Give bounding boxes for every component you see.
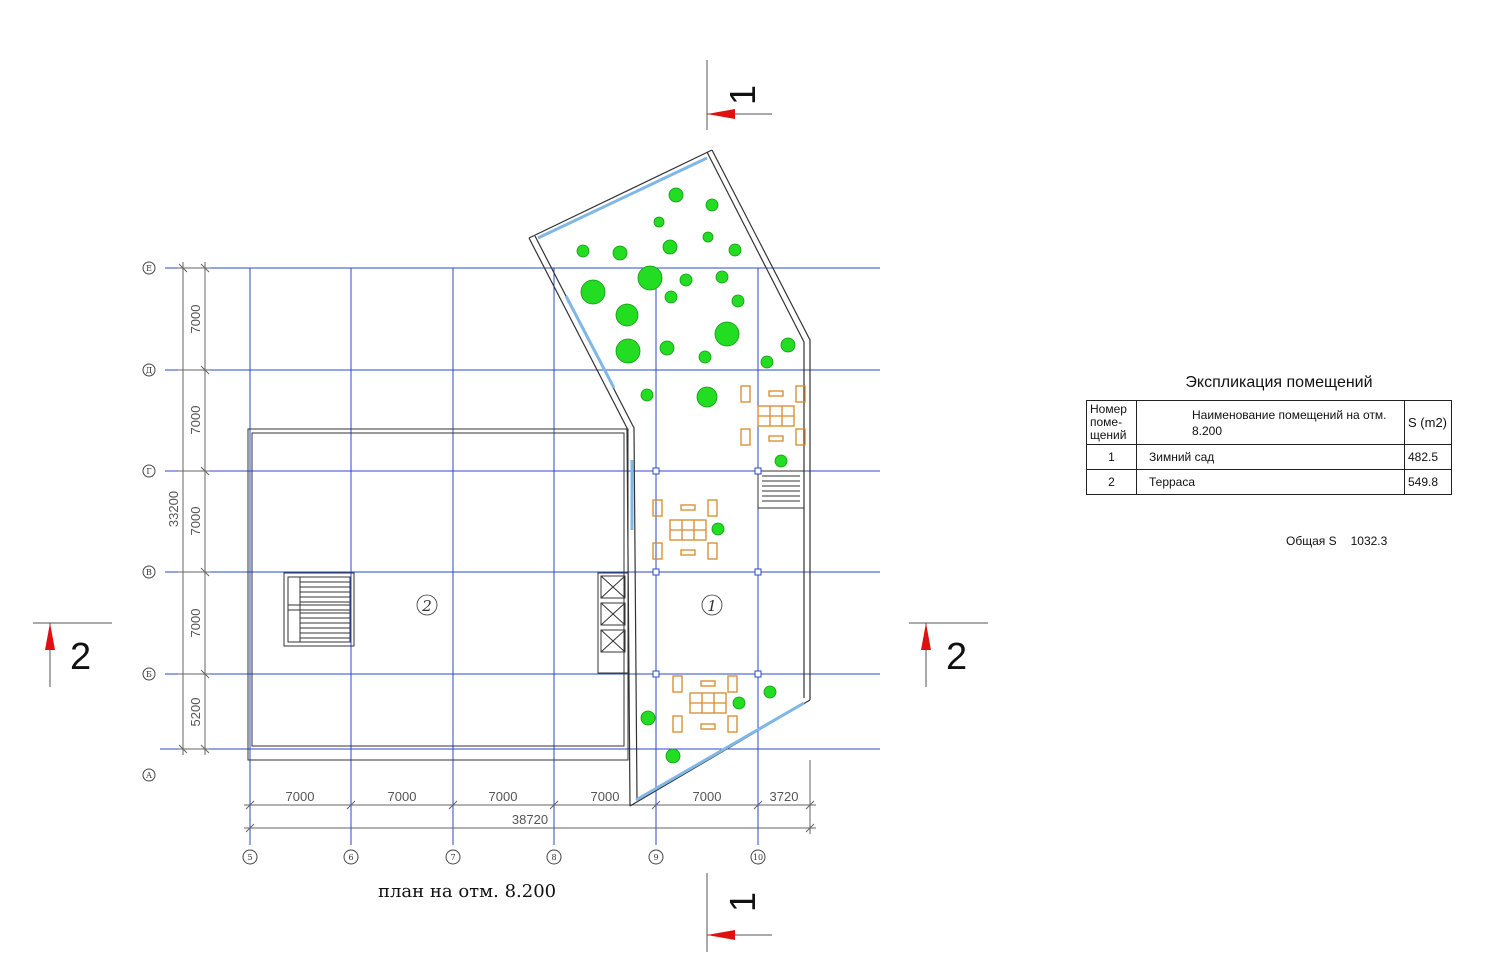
axis-label-b: Б bbox=[146, 670, 152, 679]
section-1-top-label: 1 bbox=[722, 85, 763, 105]
total-value: 1032.3 bbox=[1350, 534, 1388, 548]
furniture bbox=[652, 385, 806, 733]
section-mark-1-top: 1 bbox=[706, 60, 772, 130]
header-number: Номер поме- щений bbox=[1086, 400, 1137, 445]
row-1-number: 1 bbox=[1086, 444, 1137, 470]
axis-label-5: 5 bbox=[247, 853, 252, 862]
row-1-name: Зимний сад bbox=[1136, 444, 1405, 470]
axis-label-10: 10 bbox=[753, 853, 763, 862]
dim-y-2: 7000 bbox=[188, 406, 203, 435]
row-2-area: 549.8 bbox=[1404, 469, 1452, 495]
section-2-left-label: 2 bbox=[70, 636, 91, 678]
axis-label-7: 7 bbox=[450, 853, 455, 862]
dimension-chain-left bbox=[178, 262, 210, 755]
dim-y-total: 33200 bbox=[166, 491, 181, 527]
table-row: 1 Зимний сад 482.5 bbox=[1086, 444, 1452, 470]
plants bbox=[576, 187, 796, 764]
plan-caption: план на отм. 8.200 bbox=[378, 881, 556, 902]
dim-x-1: 7000 bbox=[286, 789, 315, 804]
axis-label-d: Д bbox=[146, 366, 153, 375]
dim-x-3: 7000 bbox=[489, 789, 518, 804]
stair-terrace bbox=[283, 572, 355, 647]
section-1-bottom-label: 1 bbox=[722, 892, 763, 912]
section-mark-2-right: 2 bbox=[909, 622, 988, 687]
header-area: S (m2) bbox=[1404, 400, 1452, 445]
axis-label-6: 6 bbox=[348, 853, 353, 862]
axis-label-g: Г bbox=[146, 467, 151, 476]
dim-x-6: 3720 bbox=[770, 789, 799, 804]
row-2-name: Терраса bbox=[1136, 469, 1405, 495]
dim-y-5: 5200 bbox=[188, 698, 203, 727]
axis-bubbles-rows bbox=[142, 261, 156, 782]
room-label-1: 1 bbox=[707, 597, 717, 615]
header-name: Наименование помещений на отм. 8.200 bbox=[1136, 400, 1405, 445]
total-label: Общая S bbox=[1286, 534, 1337, 548]
glazing bbox=[537, 156, 805, 802]
explication-title: Экспликация помещений bbox=[1185, 374, 1373, 391]
axis-grid bbox=[160, 267, 880, 845]
axis-label-9: 9 bbox=[653, 853, 658, 862]
dim-y-3: 7000 bbox=[188, 507, 203, 536]
section-mark-2-left: 2 bbox=[33, 622, 112, 687]
axis-label-8: 8 bbox=[551, 853, 556, 862]
total-area: Общая S 1032.3 bbox=[1286, 534, 1387, 548]
row-1-area: 482.5 bbox=[1404, 444, 1452, 470]
explication-header-row: Номер поме- щений Наименование помещений… bbox=[1086, 400, 1452, 445]
dim-x-4: 7000 bbox=[591, 789, 620, 804]
axis-label-e: Е bbox=[146, 264, 152, 273]
explication: Экспликация помещений Номер поме- щений … bbox=[1086, 374, 1452, 495]
dim-x-5: 7000 bbox=[693, 789, 722, 804]
elevator-shafts bbox=[597, 572, 629, 674]
dim-x-total: 38720 bbox=[512, 812, 548, 827]
axis-label-v: В bbox=[146, 568, 152, 577]
section-mark-1-bottom: 1 bbox=[706, 873, 772, 952]
table-row: 2 Терраса 549.8 bbox=[1086, 469, 1452, 495]
axis-label-a: А bbox=[146, 771, 152, 780]
dimension-chain-bottom bbox=[244, 760, 816, 834]
room-label-2: 2 bbox=[421, 597, 432, 615]
columns bbox=[652, 467, 762, 678]
dim-x-2: 7000 bbox=[388, 789, 417, 804]
dim-y-4: 7000 bbox=[188, 609, 203, 638]
terrace-outline bbox=[247, 428, 629, 761]
explication-table: Номер поме- щений Наименование помещений… bbox=[1086, 400, 1452, 495]
axis-bubbles-columns bbox=[242, 849, 766, 865]
stair-garden bbox=[757, 470, 805, 509]
row-2-number: 2 bbox=[1086, 469, 1137, 495]
dim-y-1: 7000 bbox=[188, 305, 203, 334]
section-2-right-label: 2 bbox=[946, 636, 967, 678]
